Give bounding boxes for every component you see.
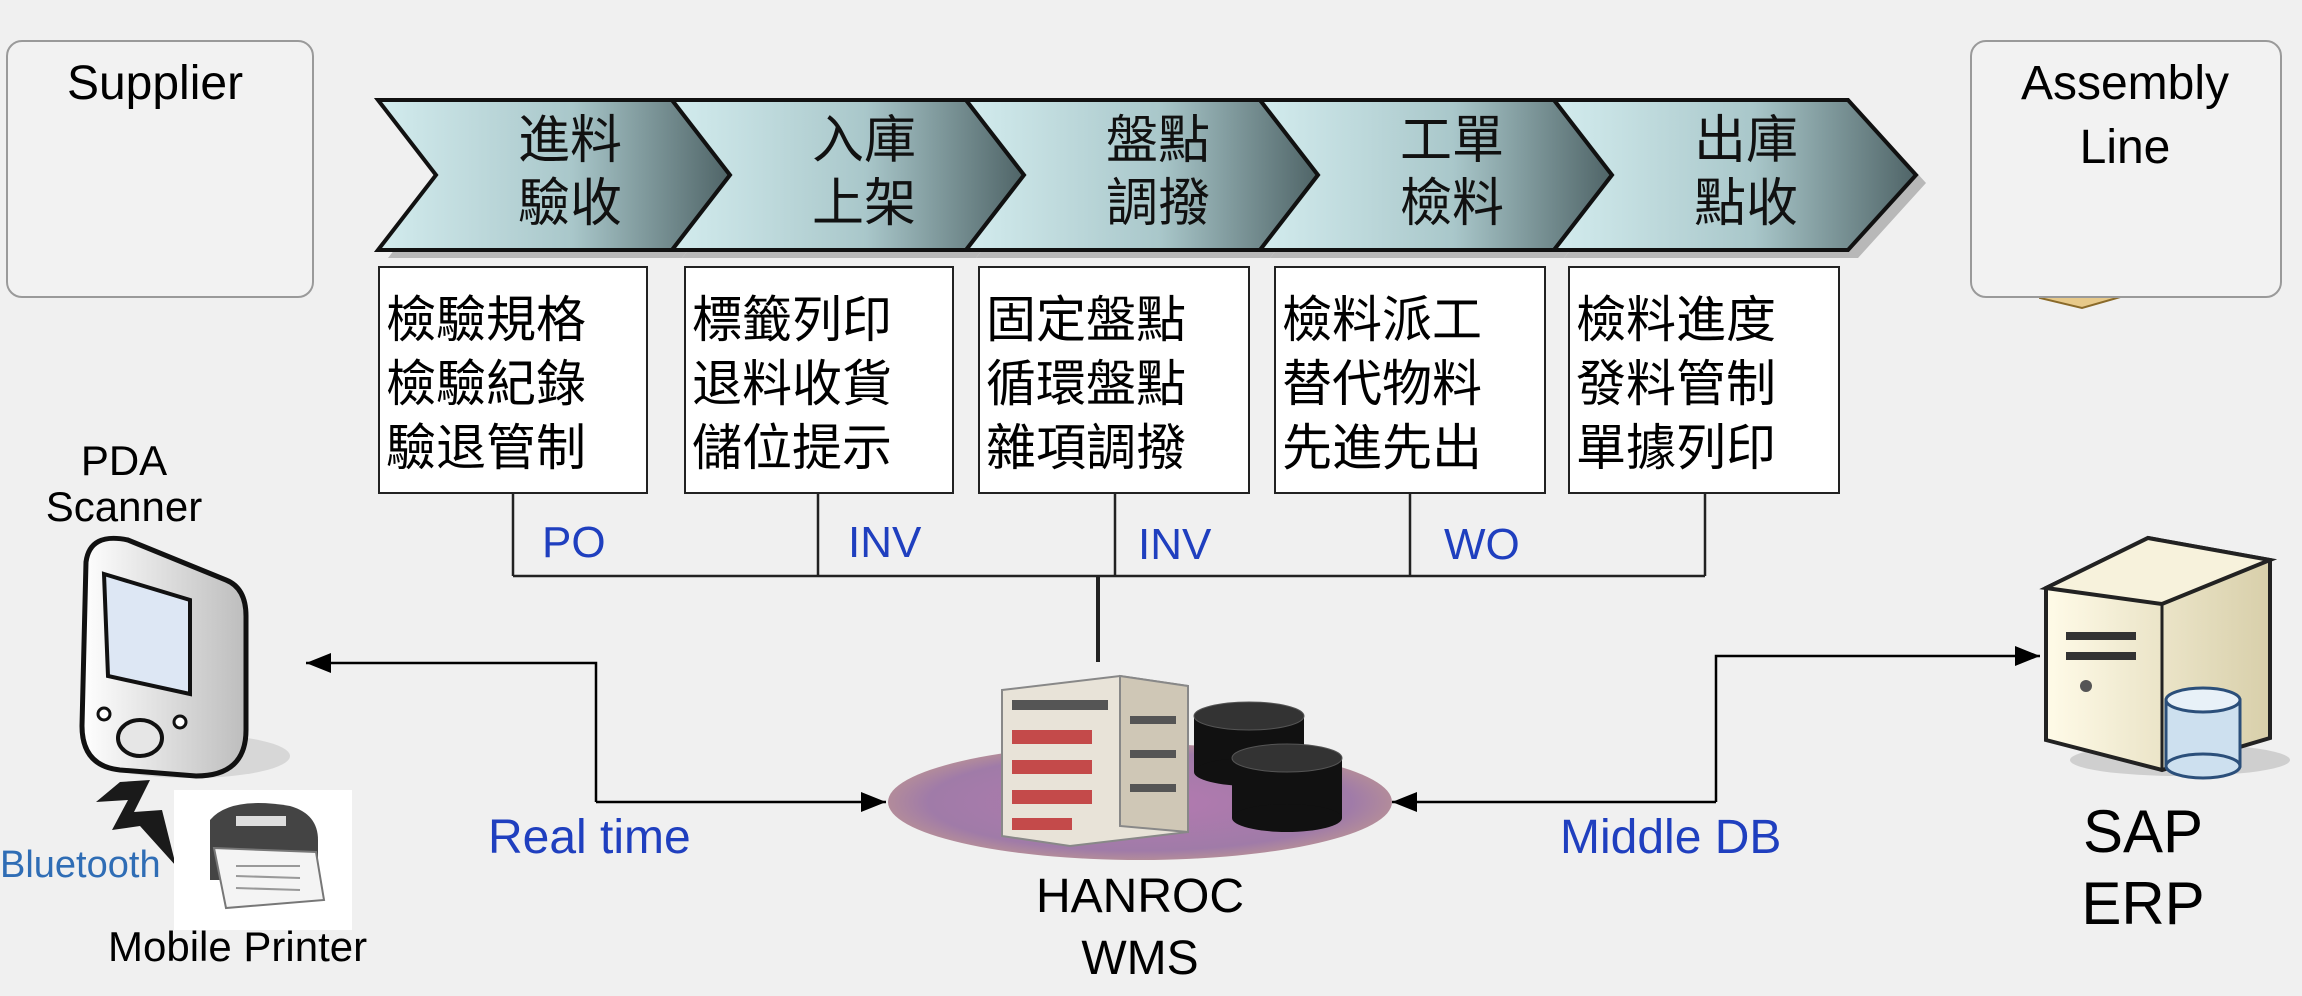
connection-arrows xyxy=(306,646,2040,812)
link-label-wo: WO xyxy=(1444,520,1520,569)
pda-scanner-icon xyxy=(79,535,290,779)
database-cylinders xyxy=(1193,701,1343,832)
bluetooth-label: Bluetooth xyxy=(0,844,161,886)
assembly-label-line2: Line xyxy=(2079,121,2171,174)
realtime-label: Real time xyxy=(488,811,691,864)
link-label-inv-2: INV xyxy=(1138,520,1212,569)
stage-4-title: 工單檢料 xyxy=(1399,111,1504,235)
function-box-3: 固定盤點循環盤點雜項調撥 xyxy=(978,266,1250,494)
supplier-box xyxy=(6,40,314,298)
link-label-inv-1: INV xyxy=(848,518,922,567)
function-box-2: 標籤列印退料收貨儲位提示 xyxy=(684,266,954,494)
data-bus xyxy=(511,492,1707,662)
stage-5-title: 出庫點收 xyxy=(1693,111,1798,235)
supplier-label: Supplier xyxy=(66,57,244,110)
function-box-5: 檢料進度發料管制單據列印 xyxy=(1568,266,1840,494)
bluetooth-lightning-icon xyxy=(96,780,176,866)
mobile-printer-label: Mobile Printer xyxy=(108,923,368,970)
middledb-label: Middle DB xyxy=(1560,811,1782,864)
process-chevrons xyxy=(373,98,1919,252)
assembly-label-line1: Assembly xyxy=(2020,57,2230,110)
stage-3-title: 盤點調撥 xyxy=(1105,111,1210,235)
function-box-1: 檢驗規格檢驗紀錄驗退管制 xyxy=(378,266,648,494)
stage-2-title: 入庫上架 xyxy=(811,111,916,235)
wms-server-icon xyxy=(888,674,1392,860)
stage-1-title: 進料驗收 xyxy=(517,111,622,235)
link-label-po: PO xyxy=(542,518,606,567)
assembly-line-box xyxy=(1970,40,2282,298)
chevron-5 xyxy=(1549,98,1919,252)
erp-server-icon xyxy=(2039,535,2290,780)
middledb-arrow-right xyxy=(1714,646,2040,802)
function-box-4: 檢料派工替代物料先進先出 xyxy=(1274,266,1546,494)
realtime-arrow-left xyxy=(306,653,598,802)
mobile-printer-icon xyxy=(174,790,352,930)
